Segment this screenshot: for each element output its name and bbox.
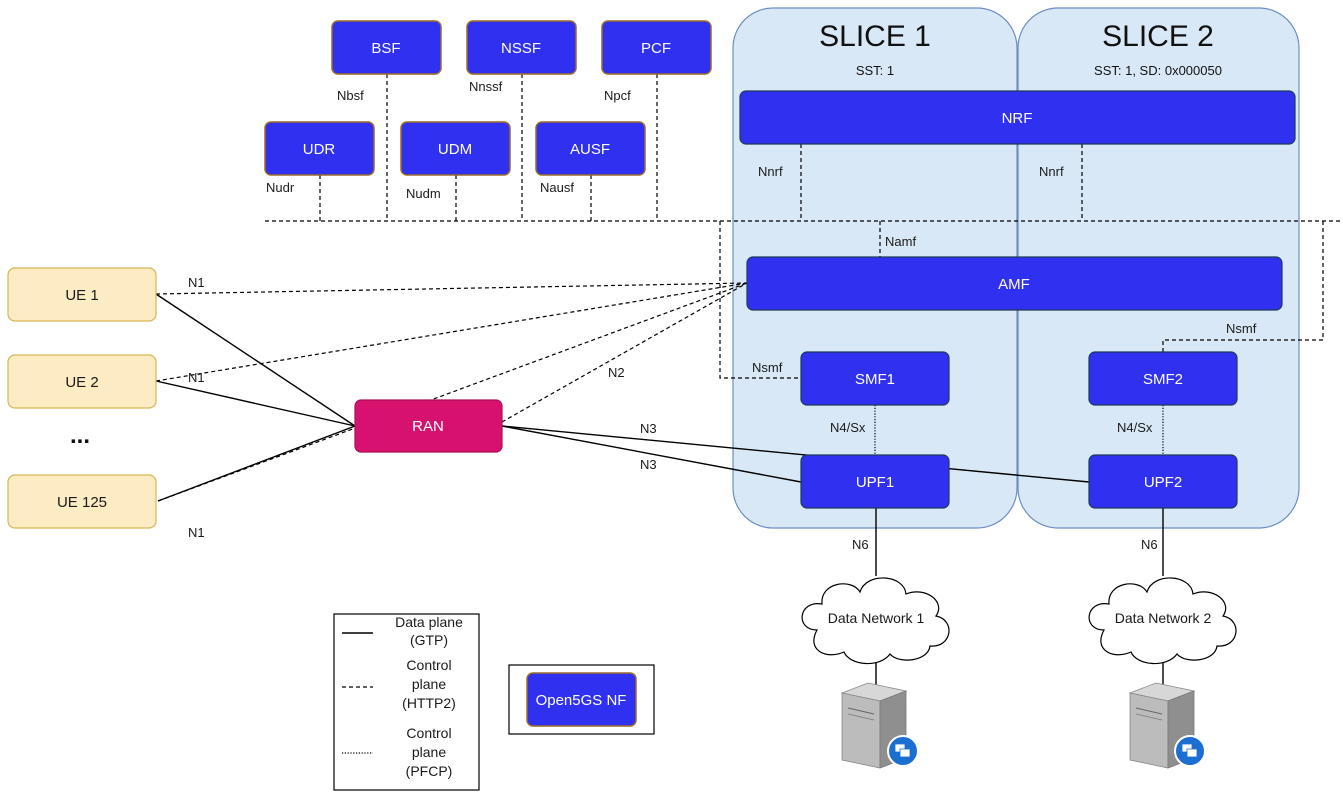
n6-label-2: N6: [1141, 537, 1158, 552]
nssf-label: NSSF: [501, 40, 541, 57]
udm-node[interactable]: UDM: [400, 121, 511, 176]
legend: Data plane (GTP) Control plane (HTTP2) C…: [333, 613, 480, 791]
ausf-node[interactable]: AUSF: [535, 121, 646, 176]
ran-node[interactable]: RAN: [354, 399, 503, 453]
udm-label: UDM: [438, 141, 472, 158]
legend-pfcp-line2: plane: [412, 744, 446, 760]
nsmf-label-1: Nsmf: [752, 360, 783, 375]
slice-2-title: SLICE 2: [1102, 20, 1214, 53]
nrf-node[interactable]: NRF: [739, 90, 1296, 145]
smf1-label: SMF1: [855, 371, 895, 388]
amf-node[interactable]: AMF: [746, 256, 1283, 311]
legend-box: [333, 613, 480, 791]
nudm-label: Nudm: [406, 186, 441, 201]
data-network-2-label: Data Network 2: [1115, 610, 1212, 626]
ue125-node[interactable]: UE 125: [7, 474, 157, 529]
upf2-label: UPF2: [1144, 474, 1182, 491]
nnrf-label-1: Nnrf: [758, 164, 783, 179]
ue2-node[interactable]: UE 2: [7, 354, 157, 409]
legend-http2-line2: plane: [412, 676, 446, 692]
ue1-label: UE 1: [65, 287, 98, 304]
ue-ellipsis: ...: [70, 422, 90, 449]
ue125-label: UE 125: [57, 494, 107, 511]
nf-legend-label: Open5GS NF: [536, 692, 627, 709]
n3-label-a: N3: [640, 421, 657, 436]
n4-label-2: N4/Sx: [1117, 420, 1153, 435]
nf-legend-swatch: [526, 672, 637, 727]
n1-label-b: N1: [188, 370, 205, 385]
nnrf-label-2: Nnrf: [1039, 164, 1064, 179]
namf-label: Namf: [885, 234, 916, 249]
n6-label-1: N6: [852, 537, 869, 552]
server-icon-1: [840, 682, 919, 769]
smf2-connector: [1162, 221, 1324, 352]
ue1-ran-line: [155, 293, 356, 427]
n2-label: N2: [608, 365, 625, 380]
data-network-1-cloud: Data Network 1: [801, 577, 950, 665]
nnssf-label: Nnssf: [469, 79, 503, 94]
legend-pfcp-line1: Control: [406, 725, 451, 741]
ue125-ran-line: [157, 425, 356, 502]
bsf-node[interactable]: BSF: [331, 20, 442, 75]
upf2-node[interactable]: UPF2: [1088, 454, 1238, 509]
n1-ue125-amf-line: [157, 282, 748, 502]
ue2-ran-line: [155, 380, 356, 427]
n2-ran-amf-line: [501, 282, 748, 423]
ue2-label: UE 2: [65, 374, 98, 391]
slice-1-subtitle: SST: 1: [856, 63, 894, 78]
nudr-label: Nudr: [266, 180, 295, 195]
legend-http2-line1: Control: [406, 657, 451, 673]
udr-label: UDR: [303, 141, 336, 158]
bsf-label: BSF: [371, 40, 400, 57]
smf2-node[interactable]: SMF2: [1088, 351, 1238, 406]
slice-1-title: SLICE 1: [819, 20, 931, 53]
legend-data-plane-line1: Data plane: [395, 614, 463, 630]
legend-http2-line3: (HTTP2): [402, 695, 456, 711]
slice-2-subtitle: SST: 1, SD: 0x000050: [1094, 63, 1222, 78]
amf-label: AMF: [998, 276, 1030, 293]
upf1-node[interactable]: UPF1: [800, 454, 950, 509]
n1-label-a: N1: [188, 275, 205, 290]
smf1-node[interactable]: SMF1: [800, 351, 950, 406]
nssf-node[interactable]: NSSF: [466, 20, 577, 75]
nbsf-label: Nbsf: [337, 88, 364, 103]
n1-ue2-amf-line: [155, 282, 748, 382]
smf2-label: SMF2: [1143, 371, 1183, 388]
n3-ran-upf1-line: [501, 425, 802, 483]
nrf-label: NRF: [1002, 110, 1033, 127]
legend-pfcp-line3: (PFCP): [406, 763, 453, 779]
ue1-node[interactable]: UE 1: [7, 267, 157, 322]
n4-label-1: N4/Sx: [830, 420, 866, 435]
n3-ran-upf2-line: [501, 425, 1090, 483]
pcf-label: PCF: [641, 40, 671, 57]
server-icon-2: [1128, 682, 1206, 769]
n1-label-c: N1: [188, 525, 205, 540]
nf-legend: Open5GS NF: [508, 664, 655, 735]
nsmf-label-2: Nsmf: [1226, 321, 1257, 336]
ran-label: RAN: [412, 418, 444, 435]
smf1-connector: [719, 221, 801, 379]
legend-data-plane-line2: (GTP): [410, 632, 448, 648]
npcf-label: Npcf: [604, 88, 631, 103]
nausf-label: Nausf: [540, 180, 574, 195]
n1-ue1-amf-line: [155, 282, 748, 295]
pcf-node[interactable]: PCF: [601, 20, 712, 75]
data-network-1-label: Data Network 1: [828, 610, 925, 626]
data-network-2-cloud: Data Network 2: [1088, 577, 1237, 665]
n3-label-b: N3: [640, 457, 657, 472]
ausf-label: AUSF: [570, 141, 610, 158]
udr-node[interactable]: UDR: [264, 121, 375, 176]
upf1-label: UPF1: [856, 474, 894, 491]
